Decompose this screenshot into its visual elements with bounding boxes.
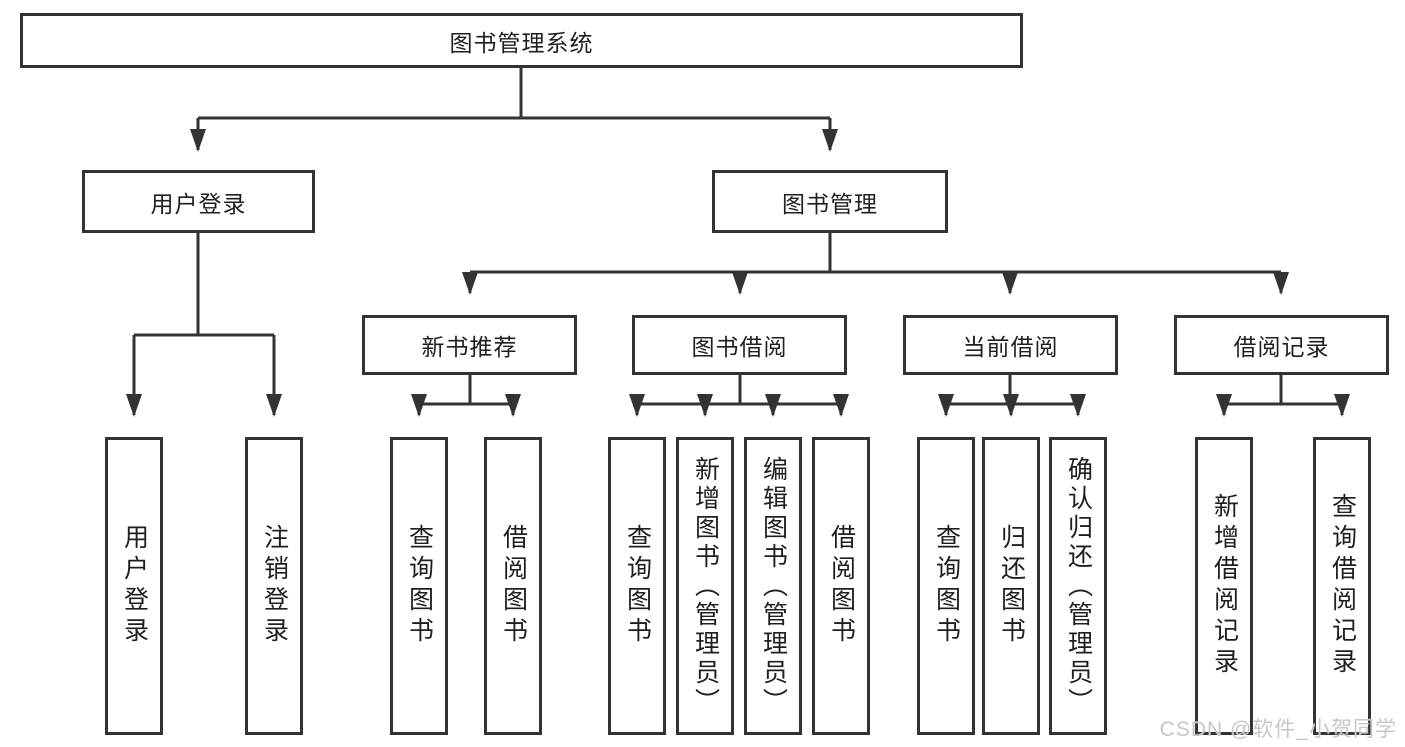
node-book-management: 图书管理 <box>712 170 948 233</box>
node-user-login: 用户登录 <box>82 170 315 233</box>
watermark: CSDN @软件_小贺同学 <box>1159 718 1397 741</box>
node-label: 当前借阅 <box>962 334 1059 360</box>
leaf-query-book-borrow: 查询图书 <box>608 437 666 735</box>
leaf-label: 归还图书 <box>997 524 1026 648</box>
leaf-query-book-recommend: 查询图书 <box>390 437 448 735</box>
leaf-label: 用户登录 <box>120 524 149 648</box>
node-label: 新书推荐 <box>421 334 518 360</box>
leaf-edit-book-admin: 编辑图书（管理员） <box>744 437 802 735</box>
node-current-borrow: 当前借阅 <box>903 315 1118 375</box>
node-label: 图书管理系统 <box>449 29 594 56</box>
leaf-borrow-book-recommend: 借阅图书 <box>484 437 542 735</box>
leaf-add-borrow-record: 新增借阅记录 <box>1195 437 1253 735</box>
node-label: 图书管理 <box>782 190 878 217</box>
leaf-query-borrow-record: 查询借阅记录 <box>1313 437 1371 735</box>
node-label: 图书借阅 <box>691 334 788 360</box>
leaf-query-book-current: 查询图书 <box>917 437 975 735</box>
leaf-label: 借阅图书 <box>827 524 856 648</box>
leaf-user-login: 用户登录 <box>105 437 163 735</box>
leaf-label: 查询图书 <box>932 524 961 648</box>
leaf-label: 确认归还（管理员） <box>1064 455 1093 717</box>
node-book-borrow: 图书借阅 <box>632 315 847 375</box>
node-library-management-system: 图书管理系统 <box>20 13 1023 68</box>
node-label: 用户登录 <box>150 190 247 217</box>
leaf-label: 新增图书（管理员） <box>691 455 720 717</box>
leaf-label: 查询图书 <box>623 524 652 648</box>
leaf-label: 查询借阅记录 <box>1328 493 1357 679</box>
leaf-confirm-return-admin: 确认归还（管理员） <box>1049 437 1107 735</box>
node-borrow-records: 借阅记录 <box>1174 315 1389 375</box>
leaf-return-book: 归还图书 <box>982 437 1040 735</box>
leaf-label: 借阅图书 <box>499 524 528 648</box>
leaf-label: 注销登录 <box>260 524 289 648</box>
leaf-logout: 注销登录 <box>245 437 303 735</box>
node-new-book-recommend: 新书推荐 <box>362 315 577 375</box>
node-label: 借阅记录 <box>1233 334 1330 360</box>
leaf-label: 查询图书 <box>405 524 434 648</box>
leaf-label: 编辑图书（管理员） <box>759 455 788 717</box>
leaf-add-book-admin: 新增图书（管理员） <box>676 437 734 735</box>
leaf-borrow-book: 借阅图书 <box>812 437 870 735</box>
leaf-label: 新增借阅记录 <box>1210 493 1239 679</box>
